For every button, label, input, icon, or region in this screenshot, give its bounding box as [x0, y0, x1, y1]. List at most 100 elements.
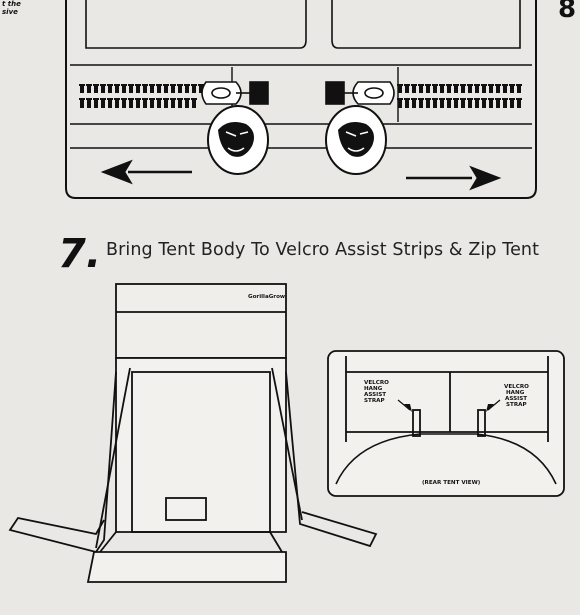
zipper-tooth — [80, 84, 84, 93]
zipper-tooth — [136, 84, 140, 93]
zipper-tooth-cap — [446, 98, 452, 100]
zipper-tooth — [447, 98, 451, 108]
zipper-tooth-cap — [93, 84, 99, 86]
zipper-tooth-cap — [467, 98, 473, 100]
zipper-tooth — [440, 98, 444, 108]
zipper-tooth-cap — [460, 84, 466, 86]
zipper-tooth — [433, 84, 437, 93]
corner-text-line-1: t the — [2, 0, 21, 8]
zipper-tooth-cap — [191, 98, 197, 100]
zipper-tooth-cap — [177, 84, 183, 86]
zipper-tooth-cap — [156, 98, 162, 100]
zipper-tooth-cap — [453, 98, 459, 100]
zipper-tooth-cap — [411, 98, 417, 100]
zipper-tooth-cap — [128, 98, 134, 100]
zipper-tooth-cap — [439, 98, 445, 100]
zipper-tooth-cap — [404, 84, 410, 86]
tent-base-tray — [86, 551, 287, 583]
right-zipper-slider — [325, 81, 395, 105]
zipper-tooth — [150, 84, 154, 93]
zipper-tooth — [94, 98, 98, 108]
zipper-tooth — [475, 84, 479, 93]
zipper-tooth — [517, 98, 521, 108]
zipper-tooth-cap — [149, 84, 155, 86]
zipper-teeth-right — [397, 84, 522, 108]
zipper-tooth-cap — [184, 84, 190, 86]
zipper-tooth-cap — [170, 84, 176, 86]
zipper-tooth-cap — [156, 84, 162, 86]
zipper-tooth — [419, 84, 423, 93]
zipper-tooth-cap — [509, 98, 515, 100]
arrow-left-icon — [100, 159, 192, 185]
zipper-tooth — [143, 98, 147, 108]
zipper-tooth — [115, 84, 119, 93]
zipper-tooth — [115, 98, 119, 108]
arrow-right-icon — [406, 165, 502, 191]
zipper-tooth — [489, 84, 493, 93]
zipper-tooth — [398, 84, 402, 93]
zipper-tooth — [199, 84, 203, 93]
left-gorilla-pull — [207, 105, 269, 175]
zipper-tooth — [426, 98, 430, 108]
zipper-tooth-cap — [93, 98, 99, 100]
right-strap-label-4: STRAP — [506, 402, 527, 408]
zipper-tooth-cap — [481, 84, 487, 86]
zipper-tooth — [171, 84, 175, 93]
left-strap-label-3: ASSIST — [364, 392, 386, 398]
zipper-tooth-cap — [100, 84, 106, 86]
zipper-tooth-cap — [397, 98, 403, 100]
zipper-tooth — [398, 98, 402, 108]
zipper-tooth — [87, 84, 91, 93]
zipper-tooth-cap — [100, 98, 106, 100]
zipper-tooth — [454, 84, 458, 93]
zipper-tooth — [433, 98, 437, 108]
zipper-tooth-cap — [177, 98, 183, 100]
zipper-tooth — [101, 84, 105, 93]
zipper-tooth — [143, 84, 147, 93]
zipper-panel-frame — [65, 0, 537, 199]
left-inner-panel — [85, 0, 307, 49]
right-strap-label-1: VELCRO — [504, 384, 529, 390]
right-inner-panel — [331, 0, 521, 49]
zipper-tooth — [101, 98, 105, 108]
zipper-tooth-cap — [432, 84, 438, 86]
zipper-tooth — [503, 98, 507, 108]
zipper-tooth-cap — [86, 84, 92, 86]
zipper-tooth — [412, 84, 416, 93]
zipper-tooth-cap — [163, 84, 169, 86]
zipper-tooth-cap — [114, 98, 120, 100]
zipper-tooth-cap — [79, 98, 85, 100]
zipper-tooth — [454, 98, 458, 108]
zipper-tooth — [129, 98, 133, 108]
zipper-tooth — [468, 98, 472, 108]
zipper-tooth-cap — [86, 98, 92, 100]
zipper-tooth — [136, 98, 140, 108]
zipper-tooth-cap — [446, 84, 452, 86]
zipper-tooth — [185, 98, 189, 108]
zipper-tooth — [178, 84, 182, 93]
zipper-tooth — [475, 98, 479, 108]
zipper-tooth — [192, 98, 196, 108]
right-strap-label-2: HANG — [506, 390, 525, 396]
left-velcro-strap — [412, 409, 421, 437]
zipper-tooth-cap — [453, 84, 459, 86]
zipper-tooth — [108, 84, 112, 93]
right-strap-label-3: ASSIST — [505, 396, 527, 402]
zipper-tooth-cap — [474, 84, 480, 86]
left-strap-label-2: HANG — [364, 386, 383, 392]
tent-logo: GorillaGrow — [248, 294, 285, 300]
zipper-tooth-cap — [191, 84, 197, 86]
tent-left-flap — [8, 371, 117, 554]
zipper-tooth-cap — [149, 98, 155, 100]
zipper-tooth — [192, 84, 196, 93]
zipper-tooth-cap — [418, 84, 424, 86]
zipper-tooth-cap — [79, 84, 85, 86]
zipper-tooth-cap — [142, 98, 148, 100]
zipper-tooth — [461, 98, 465, 108]
left-strap-label-1: VELCRO — [364, 380, 389, 386]
left-zipper-slider — [201, 81, 269, 105]
zipper-tooth-cap — [170, 98, 176, 100]
zipper-tooth-cap — [460, 98, 466, 100]
